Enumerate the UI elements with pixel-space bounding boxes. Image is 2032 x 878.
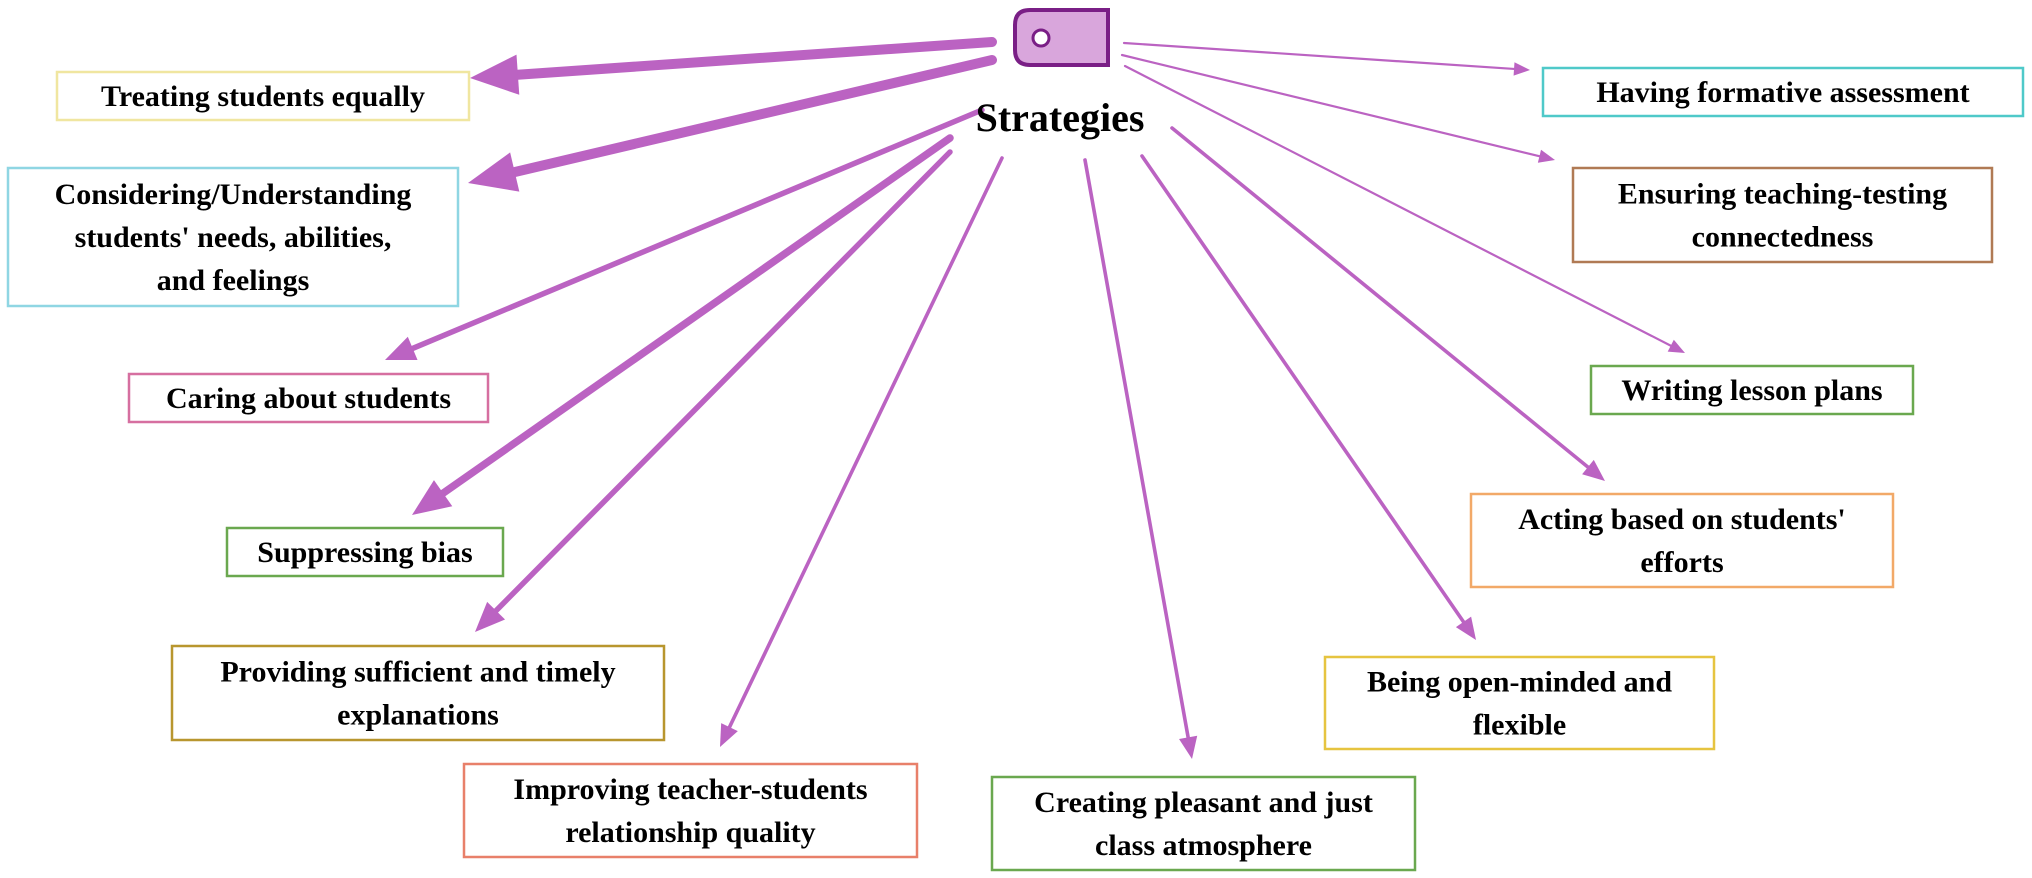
arrow-acting-on-efforts	[1170, 126, 1605, 481]
node-label-line: Considering/Understanding	[55, 178, 412, 211]
node-improving-relationship: Improving teacher-students relationship q…	[462, 762, 919, 859]
node-label-line: class atmosphere	[1095, 829, 1312, 862]
node-suppressing-bias: Suppressing bias	[225, 526, 505, 578]
node-label-line: flexible	[1473, 709, 1566, 742]
arrow-shaft	[1123, 64, 1674, 348]
arrow-shaft	[1140, 154, 1467, 626]
node-label-line: Writing lesson plans	[1621, 374, 1882, 407]
node-label-line: connectedness	[1692, 221, 1874, 254]
node-caring-about-students: Caring about students	[127, 372, 490, 424]
node-treating-students-equally: Treating students equally	[55, 70, 471, 122]
arrow-head	[720, 723, 738, 747]
arrow-shaft	[507, 55, 997, 178]
arrow-caring-about-students	[385, 107, 985, 361]
arrow-shaft	[1120, 53, 1543, 158]
node-label-line: students' needs, abilities,	[75, 221, 392, 254]
arrow-shaft	[1170, 126, 1592, 471]
arrow-head	[1513, 62, 1530, 76]
center-node: Strategies	[976, 8, 1145, 140]
arrow-layer	[385, 37, 1685, 759]
node-label-line: explanations	[337, 699, 499, 732]
node-layer: Treating students equallyConsidering/Und…	[6, 66, 2025, 872]
node-writing-lesson-plans: Writing lesson plans	[1589, 364, 1915, 416]
arrow-creating-atmosphere	[1083, 158, 1198, 759]
arrow-improving-relationship	[720, 156, 1004, 747]
node-box	[462, 762, 919, 859]
arrow-shaft	[491, 149, 953, 615]
node-label-line: Creating pleasant and just	[1034, 786, 1373, 819]
arrow-head	[1455, 616, 1476, 640]
arrow-treating-students-equally	[470, 37, 997, 95]
arrow-suppressing-bias	[412, 134, 954, 515]
arrow-head	[1179, 735, 1198, 759]
arrow-open-minded-flexible	[1140, 154, 1476, 640]
node-formative-assessment: Having formative assessment	[1541, 66, 2025, 118]
node-label-line: and feelings	[157, 264, 310, 297]
node-label-line: Caring about students	[166, 382, 451, 415]
node-box	[1589, 364, 1915, 416]
node-teaching-testing-connectedness: Ensuring teaching-testing connectedness	[1571, 166, 1994, 264]
node-box	[1571, 166, 1994, 264]
node-label-line: Being open-minded and	[1367, 666, 1672, 699]
node-label-line: Ensuring teaching-testing	[1618, 178, 1947, 211]
arrow-head	[475, 601, 506, 632]
node-box	[1541, 66, 2025, 118]
node-label-line: Suppressing bias	[257, 536, 472, 569]
arrow-shaft	[1122, 41, 1518, 71]
node-label-line: Having formative assessment	[1596, 76, 1969, 109]
node-box	[225, 526, 505, 578]
node-label-line: Improving teacher-students	[513, 773, 867, 806]
node-open-minded-flexible: Being open-minded and flexible	[1323, 655, 1716, 751]
node-acting-on-efforts: Acting based on students' efforts	[1469, 492, 1895, 589]
arrow-head	[1537, 149, 1555, 163]
node-box	[127, 372, 490, 424]
arrow-head	[470, 54, 520, 95]
center-label: Strategies	[976, 95, 1145, 140]
arrow-providing-explanations	[475, 149, 953, 632]
arrow-writing-lesson-plans	[1123, 64, 1685, 353]
arrow-shaft	[437, 134, 954, 499]
node-box	[55, 70, 471, 122]
arrow-head	[1582, 459, 1605, 481]
node-label-line: Acting based on students'	[1518, 503, 1846, 536]
arrow-formative-assessment	[1122, 41, 1530, 76]
arrow-head	[385, 336, 418, 361]
arrow-head	[412, 480, 453, 515]
arrow-shaft	[510, 37, 997, 80]
node-box	[1323, 655, 1716, 751]
node-providing-explanations: Providing sufficient and timely explanati…	[170, 644, 666, 742]
arrow-shaft	[1083, 158, 1191, 742]
node-label-line: Providing sufficient and timely	[220, 656, 615, 689]
tag-icon	[1013, 8, 1110, 67]
arrow-head	[1667, 339, 1685, 353]
node-considering-understanding-students: Considering/Understanding students' needs…	[6, 166, 460, 308]
arrow-head	[468, 152, 520, 192]
arrow-teaching-testing-connectedness	[1120, 53, 1555, 163]
arrow-shaft	[408, 107, 985, 352]
node-creating-atmosphere: Creating pleasant and just class atmosphe…	[990, 775, 1417, 872]
node-label-line: Treating students equally	[101, 80, 425, 113]
node-box	[170, 644, 666, 742]
node-label-line: relationship quality	[565, 816, 815, 849]
arrow-shaft	[726, 156, 1004, 731]
node-label-line: efforts	[1640, 546, 1723, 579]
node-box	[6, 166, 460, 308]
node-box	[990, 775, 1417, 872]
arrow-considering-understanding-students	[468, 55, 997, 192]
node-box	[1469, 492, 1895, 589]
